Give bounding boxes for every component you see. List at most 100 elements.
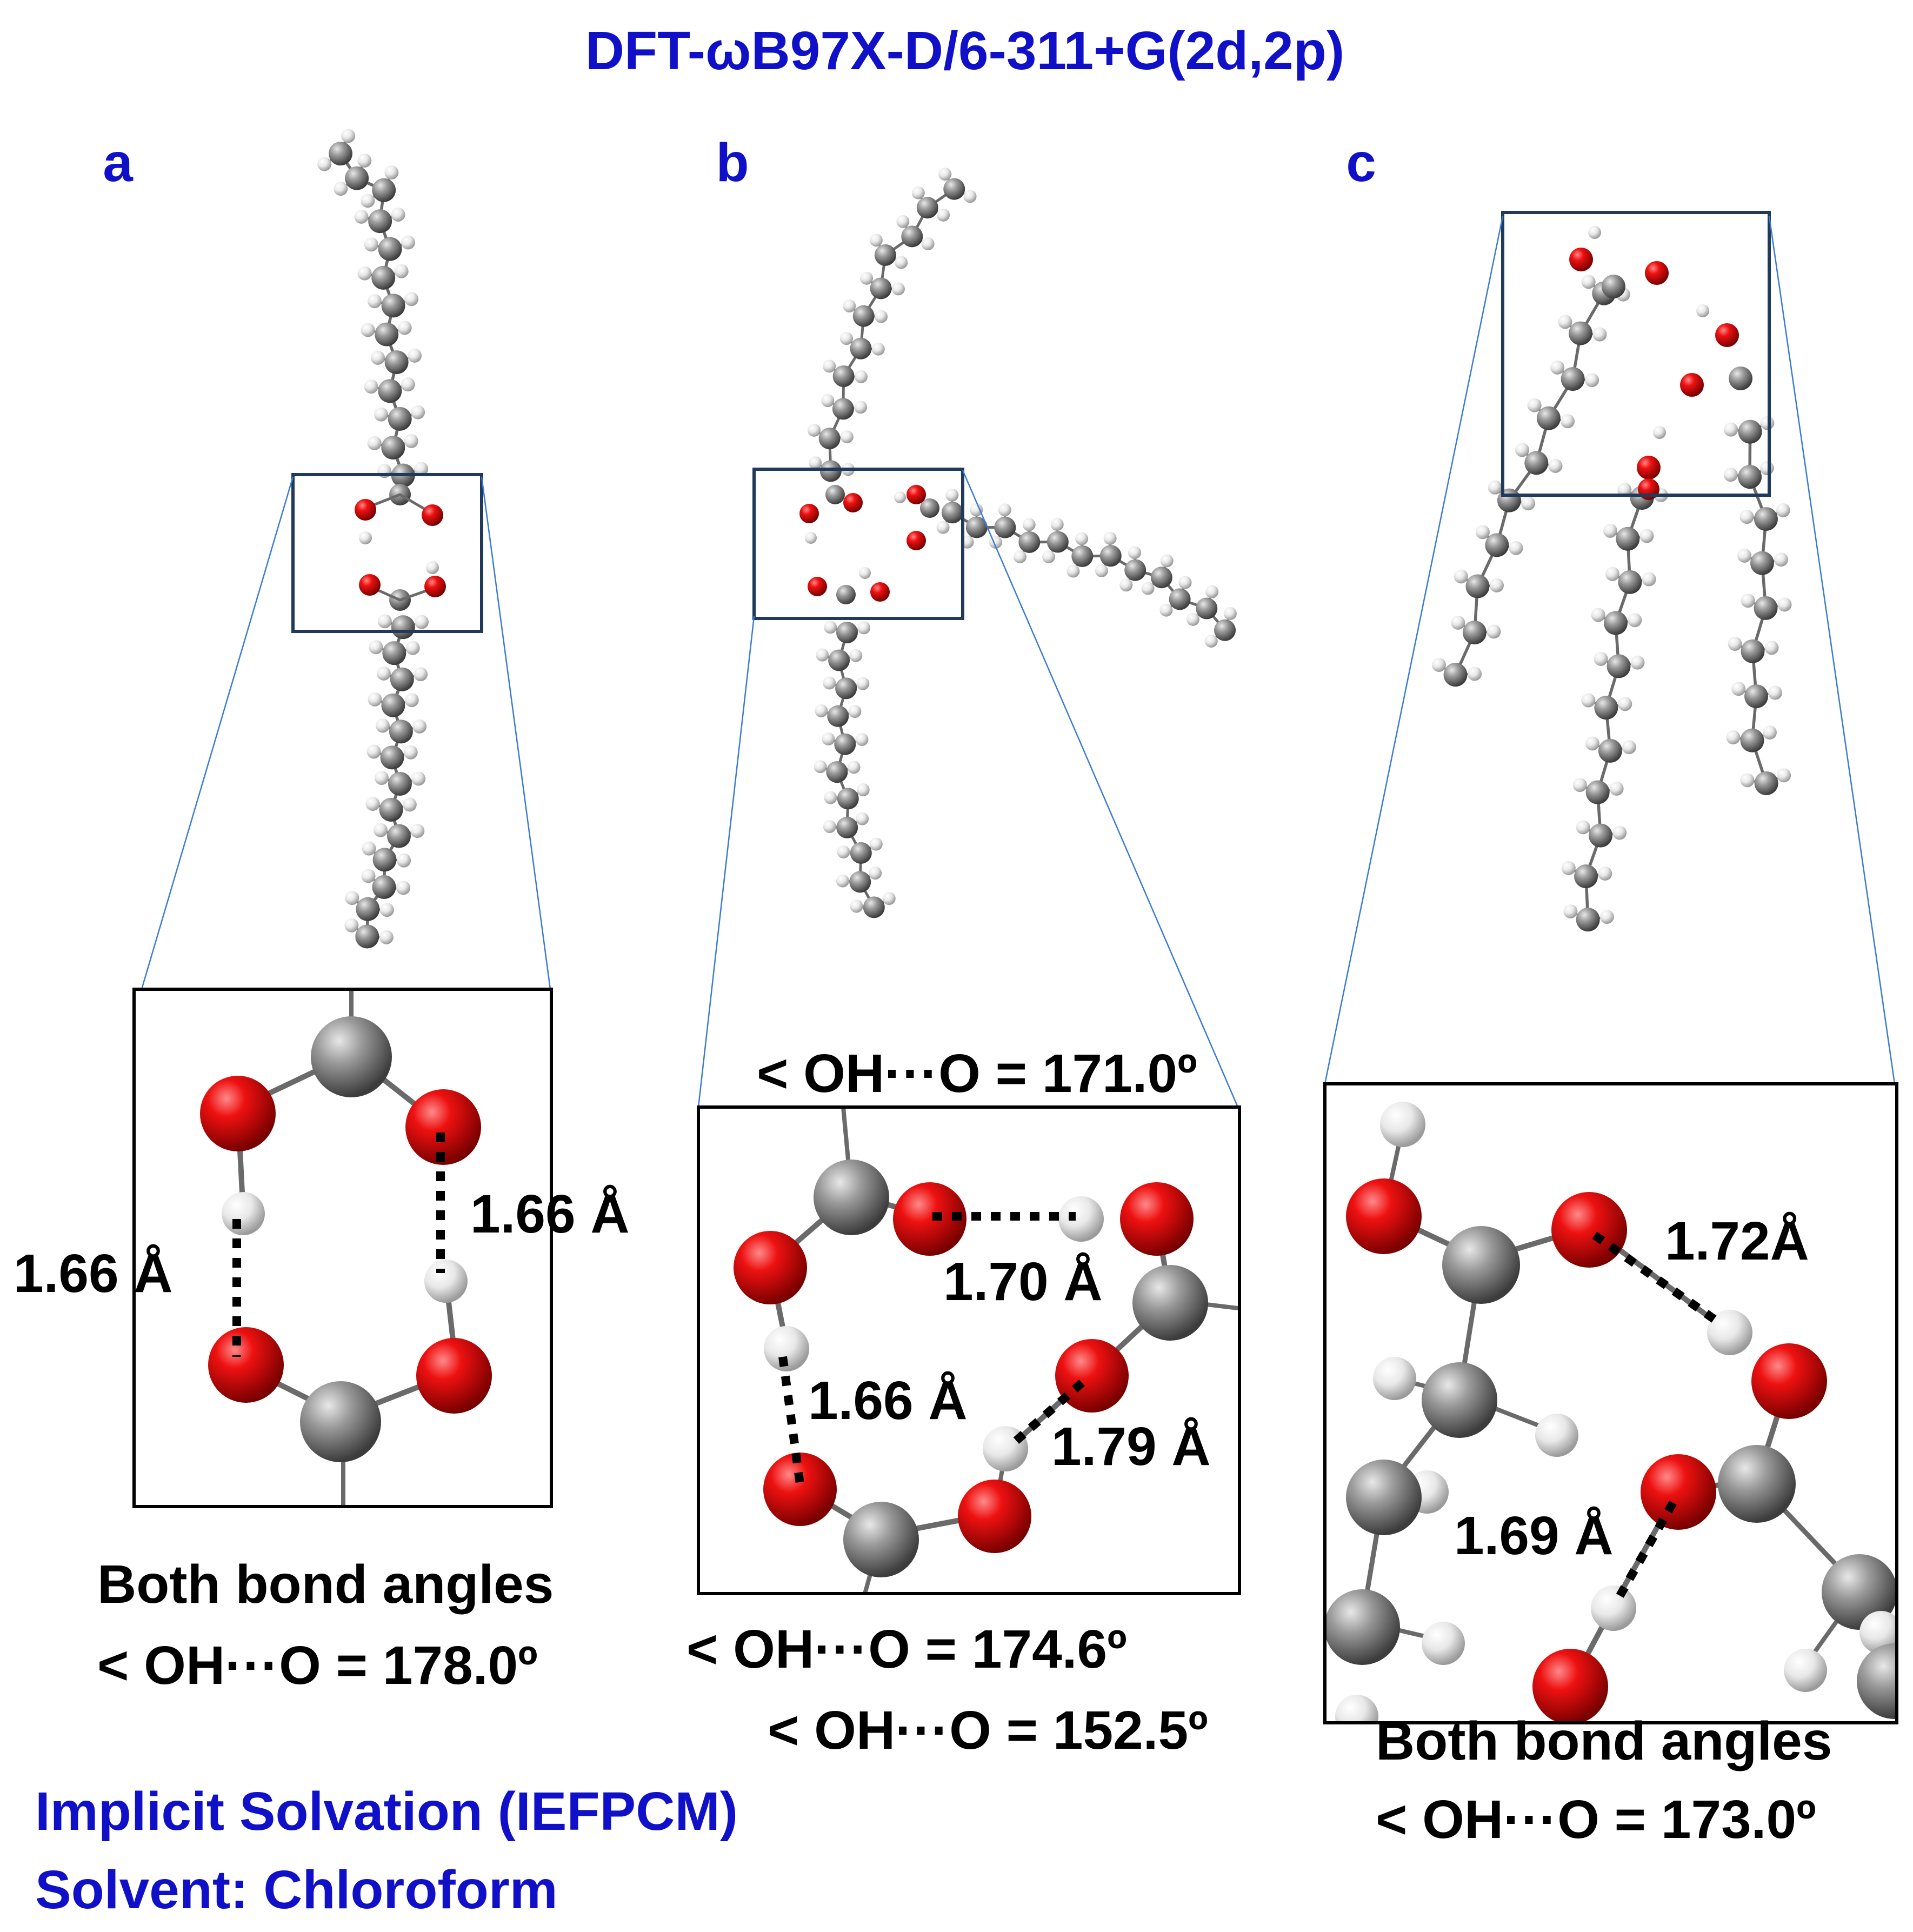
carbon-atom: [1214, 619, 1236, 641]
hydrogen-atom: [823, 359, 836, 373]
hydrogen-atom: [1594, 651, 1608, 666]
hydrogen-atom: [222, 1192, 265, 1235]
hydrogen-atom: [1707, 1310, 1752, 1355]
distance-label-b-2: 1.66 Å: [808, 1370, 968, 1431]
hydrogen-atom: [894, 491, 906, 503]
carbon-atom: [386, 824, 411, 848]
carbon-atom: [355, 924, 379, 949]
hydrogen-atom: [361, 323, 375, 337]
hydrogen-atom: [404, 292, 419, 307]
hydrogen-atom: [374, 823, 388, 837]
hydrogen-atom: [414, 615, 429, 629]
hydrogen-atom: [1777, 597, 1792, 612]
oxygen-atom: [359, 574, 381, 596]
carbon-atom: [965, 516, 988, 538]
hydrogen-atom: [1509, 541, 1523, 555]
hydrogen-atom: [921, 237, 935, 250]
hydrogen-atom: [1776, 503, 1790, 517]
hydrogen-atom: [401, 235, 415, 250]
carbon-atom: [378, 237, 402, 261]
hydrogen-atom: [1103, 531, 1117, 545]
carbon-atom: [372, 848, 397, 872]
oxygen-atom: [763, 1453, 837, 1526]
oxygen-atom: [1645, 261, 1669, 285]
hydrogen-atom: [1187, 612, 1200, 626]
carbon-atom: [1740, 728, 1764, 752]
oxygen-atom: [799, 504, 819, 523]
hydrogen-atom: [370, 350, 385, 365]
hydrogen-atom: [1489, 578, 1504, 592]
carbon-atom: [834, 733, 856, 755]
hydrogen-atom: [850, 900, 863, 913]
hydrogen-atom: [840, 430, 854, 444]
hydrogen-atom: [859, 567, 871, 579]
carbon-atom: [1462, 621, 1487, 645]
carbon-atom: [1132, 1265, 1208, 1341]
carbon-atom: [389, 719, 413, 744]
carbon-atom: [1071, 545, 1094, 567]
hydrogen-atom: [1205, 585, 1219, 598]
oxygen-atom: [1532, 1649, 1608, 1723]
carbon-atom: [837, 788, 859, 810]
carbon-atom: [1744, 684, 1769, 709]
carbon-atom: [836, 585, 856, 604]
carbon-atom: [827, 705, 849, 727]
hydrogen-atom: [1760, 416, 1775, 430]
carbon-atom: [1741, 639, 1765, 663]
hydrogen-atom: [847, 761, 861, 774]
hydrogen-atom: [1515, 443, 1529, 457]
hydrogen-atom: [1050, 518, 1064, 531]
carbon-atom: [994, 516, 1016, 538]
carbon-atom: [1750, 551, 1774, 575]
hydrogen-atom: [1639, 529, 1654, 543]
carbon-atom: [1754, 596, 1778, 620]
hydrogen-atom: [1535, 1414, 1578, 1457]
hydrogen-atom: [1774, 552, 1788, 567]
carbon-atom: [1574, 864, 1598, 889]
hydrogen-bond: [778, 1356, 804, 1485]
panel-label-c: c: [1346, 132, 1376, 193]
hydrogen-atom: [426, 561, 439, 574]
carbon-atom: [836, 622, 858, 644]
hydrogen-atom: [1373, 1357, 1416, 1400]
oxygen-atom: [1346, 1178, 1422, 1254]
hydrogen-atom: [1454, 569, 1468, 584]
hydrogen-atom: [410, 823, 425, 838]
hydrogen-atom: [855, 732, 869, 746]
carbon-atom: [825, 485, 845, 504]
carbon-atom: [1018, 531, 1041, 553]
hydrogen-atom: [1784, 1649, 1827, 1692]
hydrogen-atom: [1561, 414, 1575, 429]
hydrogen-atom: [1618, 697, 1632, 711]
hydrogen-atom: [1585, 736, 1599, 751]
carbon-atom: [1568, 321, 1592, 345]
hydrogen-atom: [1591, 1585, 1636, 1631]
carbon-atom: [1604, 611, 1628, 635]
selection-box-c: [1501, 211, 1771, 497]
hydrogen-atom: [367, 436, 382, 450]
hydrogen-atom: [357, 154, 372, 168]
hydrogen-atom: [815, 704, 828, 717]
hydrogen-atom: [1588, 226, 1601, 239]
hydrogen-atom: [357, 266, 372, 281]
hydrogen-atom: [394, 264, 409, 278]
hydrogen-atom: [404, 434, 418, 448]
panel-label-a: a: [103, 132, 134, 193]
carbon-atom: [381, 693, 405, 717]
zoom-box-a: [132, 988, 553, 1508]
oxygen-atom: [422, 504, 443, 526]
oxygen-atom: [208, 1327, 284, 1403]
hydrogen-atom: [970, 503, 983, 517]
hydrogen-atom: [1119, 578, 1133, 592]
carbon-atom: [819, 460, 842, 482]
hydrogen-atom: [1777, 768, 1791, 783]
carbon-atom: [1588, 823, 1612, 848]
carbon-atom: [1822, 1554, 1897, 1630]
hydrogen-atom: [856, 677, 870, 690]
distance-label-a-left: 1.66 Å: [14, 1243, 173, 1304]
hydrogen-atom: [764, 1326, 809, 1371]
hydrogen-atom: [362, 841, 376, 856]
hydrogen-atom: [1642, 572, 1656, 587]
hydrogen-atom: [875, 310, 888, 323]
carbon-atom: [391, 615, 415, 639]
